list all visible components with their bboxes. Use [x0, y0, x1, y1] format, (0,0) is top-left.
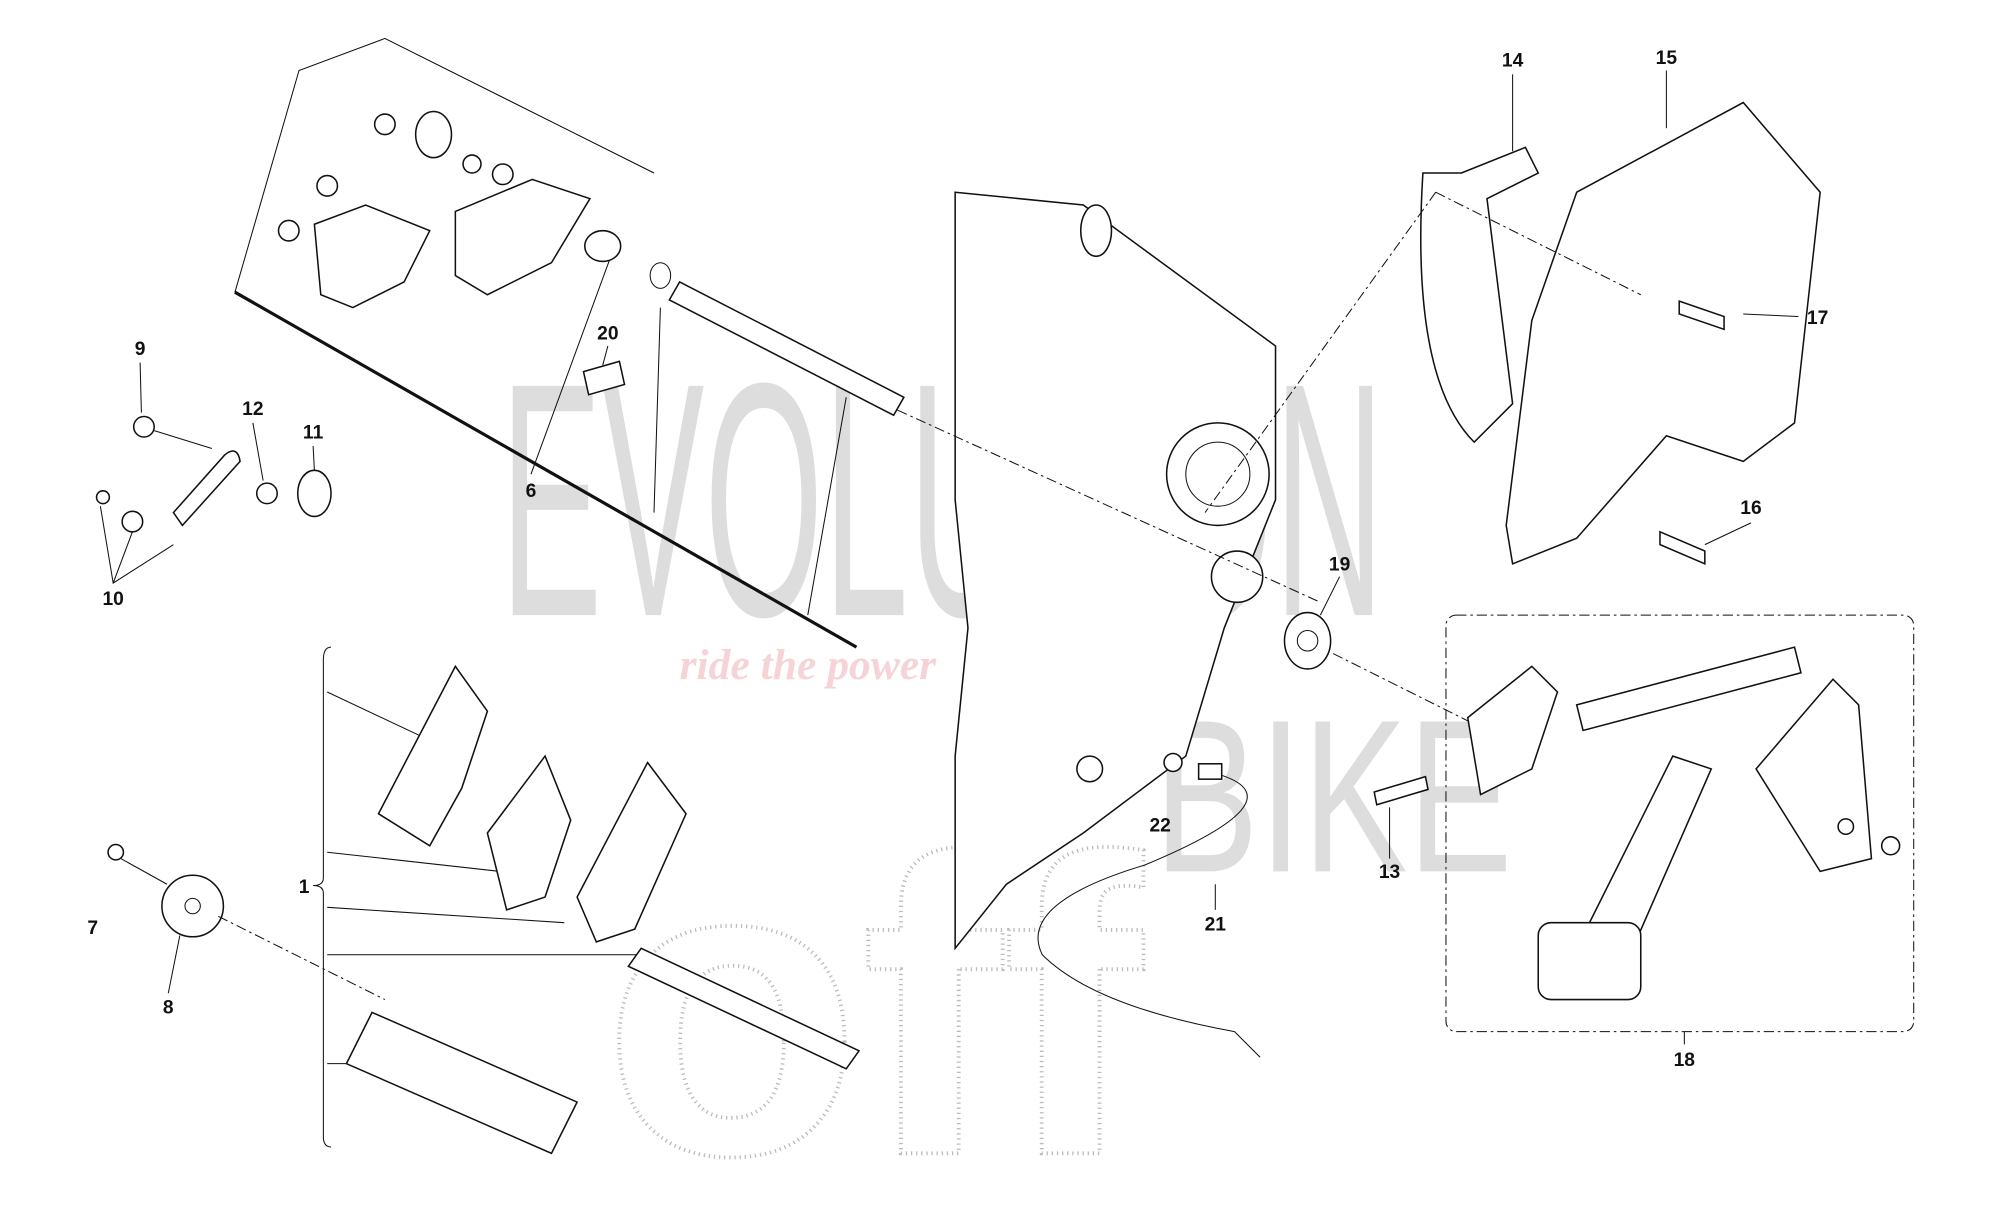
callout-13: 13 — [1379, 862, 1400, 883]
shift-forks-and-drum — [107, 646, 861, 1155]
callout-18: 18 — [1674, 1050, 1696, 1071]
callout-21: 21 — [1205, 914, 1227, 935]
callout-22: 22 — [1149, 816, 1170, 837]
side-covers — [1204, 101, 1821, 566]
callout-11: 11 — [303, 422, 324, 443]
shift-arm-parts — [95, 415, 332, 584]
callout-19: 19 — [1329, 554, 1350, 575]
callout-20: 20 — [597, 324, 618, 345]
callout-labels: 1 6 7 8 9 10 11 12 13 14 15 16 17 18 19 … — [87, 48, 1828, 1071]
gear-lever-assembly — [1373, 614, 1915, 1045]
callout-15: 15 — [1656, 48, 1678, 69]
callout-17: 17 — [1807, 308, 1828, 329]
callout-1: 1 — [299, 877, 310, 898]
callout-12: 12 — [242, 399, 263, 420]
watermark-brand-bike: BIKE — [1154, 675, 1513, 918]
callout-7: 7 — [87, 918, 98, 939]
callout-8: 8 — [163, 998, 174, 1019]
watermark-tagline: ride the power — [680, 641, 938, 689]
callout-16: 16 — [1740, 498, 1761, 519]
callout-6: 6 — [526, 481, 537, 502]
callout-9: 9 — [135, 339, 146, 360]
crankcase — [897, 191, 1488, 1058]
callout-10: 10 — [102, 589, 123, 610]
callout-leaders — [139, 70, 1799, 994]
shift-shaft-assembly — [234, 37, 905, 649]
callout-14: 14 — [1502, 51, 1524, 72]
